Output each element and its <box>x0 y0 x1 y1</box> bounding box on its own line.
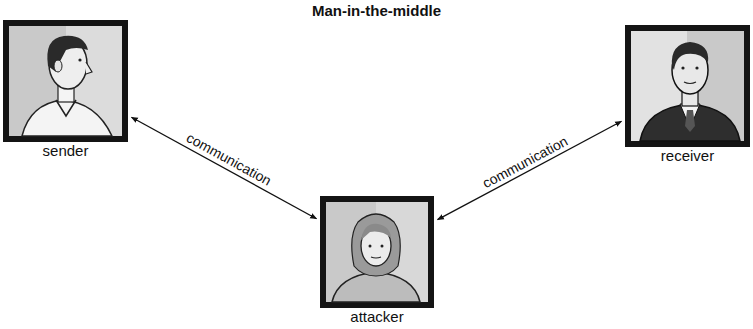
edge-label: communication <box>184 130 274 189</box>
edge-label: communication <box>479 132 570 191</box>
portrait-frame <box>625 25 750 147</box>
portrait-frame <box>320 196 434 308</box>
portrait-node: sender <box>3 20 128 160</box>
node-label: sender <box>3 142 128 160</box>
node-label: receiver <box>625 147 750 165</box>
communication-arrow <box>438 121 622 219</box>
portrait-node: attacker <box>320 196 434 326</box>
node-label: attacker <box>320 308 434 326</box>
communication-arrow <box>132 117 317 219</box>
diagram-title: Man-in-the-middle <box>0 2 753 19</box>
portrait-node: receiver <box>625 25 750 165</box>
portrait-frame <box>3 20 128 142</box>
